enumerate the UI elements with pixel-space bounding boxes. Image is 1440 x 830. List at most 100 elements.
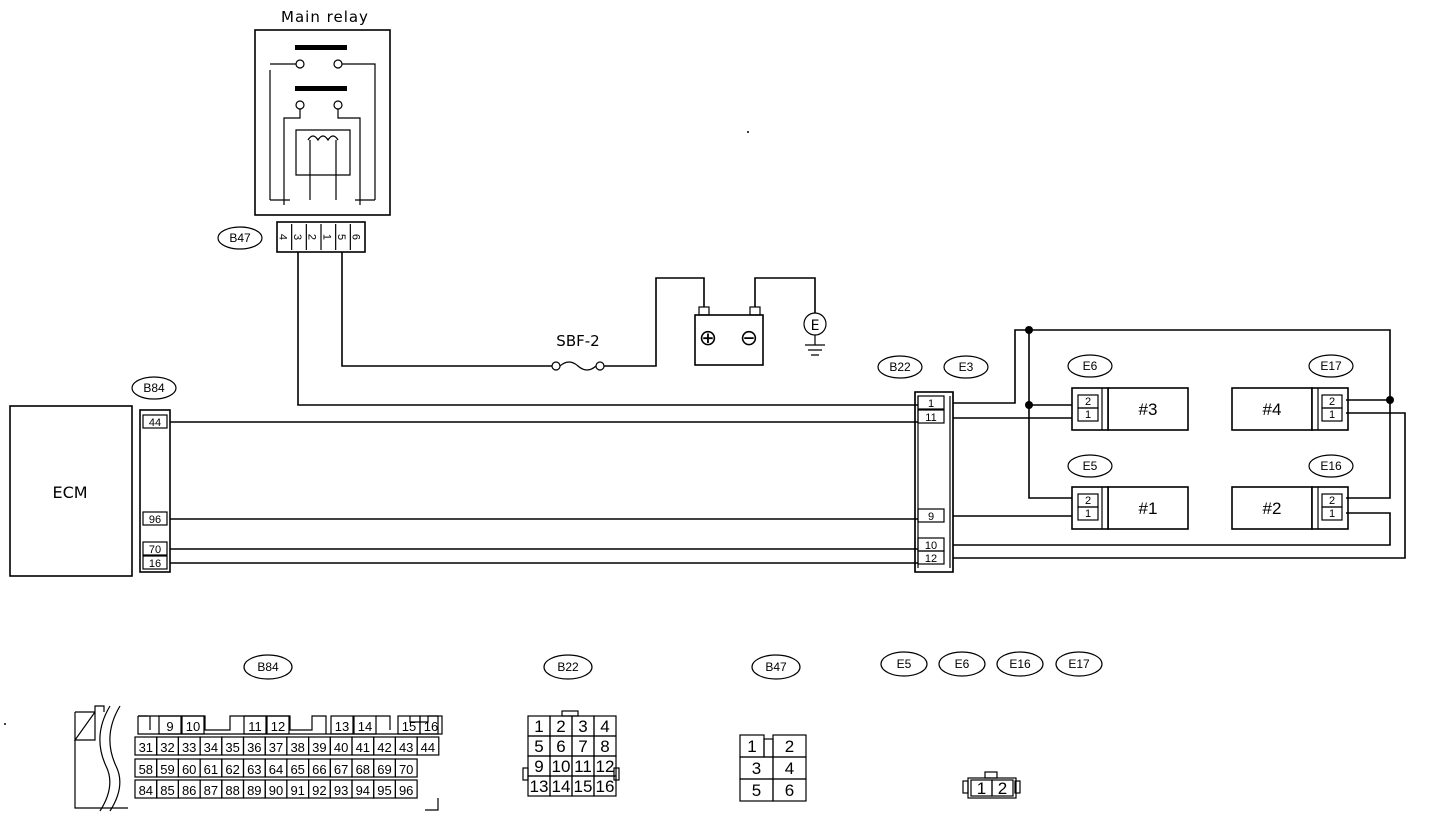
- injector-pin-cell: [1321, 407, 1343, 422]
- b22-pin-label: 5: [534, 737, 543, 756]
- ecm-pin-label: 96: [149, 514, 161, 526]
- e-connector-pin-label: 1: [977, 779, 986, 798]
- injector-pin-label: 2: [1085, 396, 1091, 408]
- b84-cell: [416, 736, 440, 756]
- connector-tag-b84: [243, 654, 293, 680]
- wire-power-bus: [953, 329, 1391, 499]
- e-connector-pin-label: 2: [998, 779, 1007, 798]
- b84-pin-label: 96: [399, 783, 413, 798]
- fuse-icon: [559, 361, 597, 371]
- b22-pin-label: 16: [596, 777, 615, 796]
- connector-tag-b47: [217, 226, 263, 250]
- b84-pin-label: 95: [377, 783, 391, 798]
- b84-pin-label: 9: [166, 719, 173, 734]
- b84-pin-label: 68: [356, 762, 370, 777]
- b84-pin-label: 90: [269, 783, 283, 798]
- e-connector-label: E17: [1068, 657, 1090, 671]
- connector-tag-e5: [880, 651, 928, 677]
- b84-cell: [243, 715, 267, 735]
- relay-pin-label: 6: [350, 234, 362, 240]
- b84-pin-label: 40: [334, 740, 348, 755]
- b84-pin-label: 67: [334, 762, 348, 777]
- joint-pin-label: 11: [925, 412, 936, 424]
- b84-pin-label: 42: [377, 740, 391, 755]
- relay-pin-label: 2: [306, 234, 318, 240]
- b22-pin-label: 6: [556, 737, 565, 756]
- b47-key: [763, 738, 774, 758]
- connector-tag-b22: [877, 355, 923, 379]
- wire-battery-to-ground: [754, 277, 816, 313]
- wire-signal-injector-2: [953, 512, 1391, 546]
- b84-pin-label: 12: [271, 719, 285, 734]
- e-connector-cell: [991, 779, 1014, 797]
- ground-label: E: [811, 318, 820, 334]
- ecm-pin-label: 16: [149, 558, 161, 570]
- injector-pin-label: 2: [1085, 495, 1091, 507]
- junction-dot: [1386, 396, 1394, 404]
- b22-pin-label: 7: [578, 737, 587, 756]
- b84-pin-label: 88: [225, 783, 239, 798]
- relay-pin-label: 4: [276, 234, 288, 240]
- connector-tag-b47-label: B47: [229, 231, 251, 245]
- b47-pin-label: 2: [785, 737, 794, 756]
- b22-pin-label: 10: [552, 757, 571, 776]
- joint-pin-cell: [917, 508, 945, 523]
- joint-pin-cell: [917, 395, 945, 410]
- b22-pin-label: 11: [574, 757, 592, 776]
- connector-view-b22-label: B22: [557, 660, 579, 674]
- b84-pin-label: 58: [139, 762, 153, 777]
- b84-pin-label: 60: [182, 762, 196, 777]
- b22-cell: [593, 775, 617, 797]
- b84-cell: [394, 758, 418, 778]
- injector-pin-label: 2: [1329, 495, 1335, 507]
- b84-pin-label: 32: [160, 740, 174, 755]
- b22-pin-label: 14: [552, 777, 571, 796]
- b84-pin-label: 33: [182, 740, 196, 755]
- b22-pin-label: 2: [556, 717, 565, 736]
- b84-pin-label: 41: [356, 740, 370, 755]
- relay-coil-frame: [295, 129, 351, 176]
- b84-pin-label: 43: [399, 740, 413, 755]
- b84-pin-label: 93: [334, 783, 348, 798]
- injector-pin-label: 1: [1085, 508, 1091, 520]
- injector-pin-label: 1: [1329, 508, 1335, 520]
- injector-name: #4: [1263, 400, 1282, 419]
- battery-body: [694, 314, 764, 366]
- b22-pin-label: 15: [574, 777, 593, 796]
- b84-pin-label: 36: [247, 740, 261, 755]
- injector-connector-label: E16: [1320, 459, 1342, 473]
- b84-pin-label: 11: [248, 719, 262, 734]
- joint-pin-label: 1: [928, 398, 934, 410]
- b84-pin-label: 34: [204, 740, 218, 755]
- b84-pin-label: 64: [269, 762, 283, 777]
- b84-pin-label: 92: [312, 783, 326, 798]
- b84-cell: [330, 715, 354, 735]
- battery-minus-icon: ⊖: [740, 326, 758, 351]
- b84-cell: [158, 715, 182, 735]
- b84-break-icon: [99, 705, 111, 812]
- battery: ⊕ ⊖: [694, 306, 764, 366]
- connector-view-b47-label: B47: [765, 660, 787, 674]
- b84-pin-label: 85: [160, 783, 174, 798]
- b84-cell: [419, 715, 443, 735]
- b47-cell: [772, 778, 807, 802]
- connector-tag-e17: [1055, 651, 1103, 677]
- injector-body: [1231, 486, 1313, 530]
- wire-fuse-to-battery: [604, 277, 705, 367]
- b22-pin-label: 13: [530, 777, 549, 796]
- ecm-label: ECM: [52, 483, 87, 502]
- main-relay-body: [254, 29, 391, 216]
- junction-dot: [1025, 401, 1033, 409]
- relay-pin-label: 5: [335, 234, 347, 240]
- b84-cell: [266, 715, 290, 735]
- b84-key-outline: [137, 715, 439, 735]
- b22-pin-label: 9: [534, 757, 543, 776]
- ecm-pin-cell: [142, 555, 168, 570]
- b84-pin-label: 44: [421, 740, 435, 755]
- b84-cell: [181, 715, 205, 735]
- b22-pin-label: 4: [600, 717, 609, 736]
- injector-pin-label: 1: [1085, 409, 1091, 421]
- b84-cell: [353, 715, 377, 735]
